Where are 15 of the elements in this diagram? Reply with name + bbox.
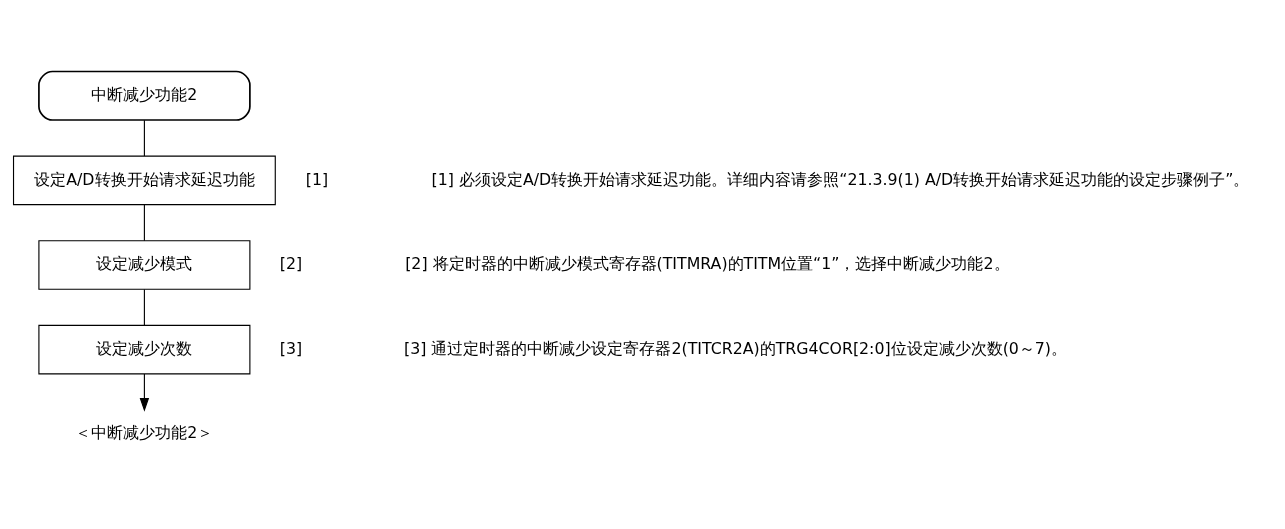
label: [1] 必须设定A/D转换开始请求延迟功能。详细内容请参照“21.3.9(1) A/D转换开始请求延迟功能的设定步骤例子”。 (431, 169, 1250, 189)
connector (143, 203, 145, 241)
node-box: 中断减少功能2 (38, 70, 251, 121)
connector (143, 119, 145, 157)
node-box: 设定减少模式 (38, 239, 251, 290)
label: [3] 通过定时器的中断减少设定寄存器2(TITCR2A)的TRG4COR[2:0]位设定减少次数(0～7)。 (404, 338, 1068, 358)
node-label: [2] (279, 253, 303, 273)
node-text: ＜中断减少功能2＞ (75, 422, 214, 442)
node-box: 设定A/D转换开始请求延迟功能 (12, 155, 276, 205)
node-label: [3] (279, 338, 303, 358)
label: [2] 将定时器的中断减少模式寄存器(TITMRA)的TITM位置“1”，选择中断减少功能2。 (405, 253, 1010, 273)
node-label: [1] (305, 169, 329, 189)
node-box: 设定减少次数 (38, 324, 251, 374)
arrow (139, 373, 150, 412)
connector (143, 288, 145, 326)
